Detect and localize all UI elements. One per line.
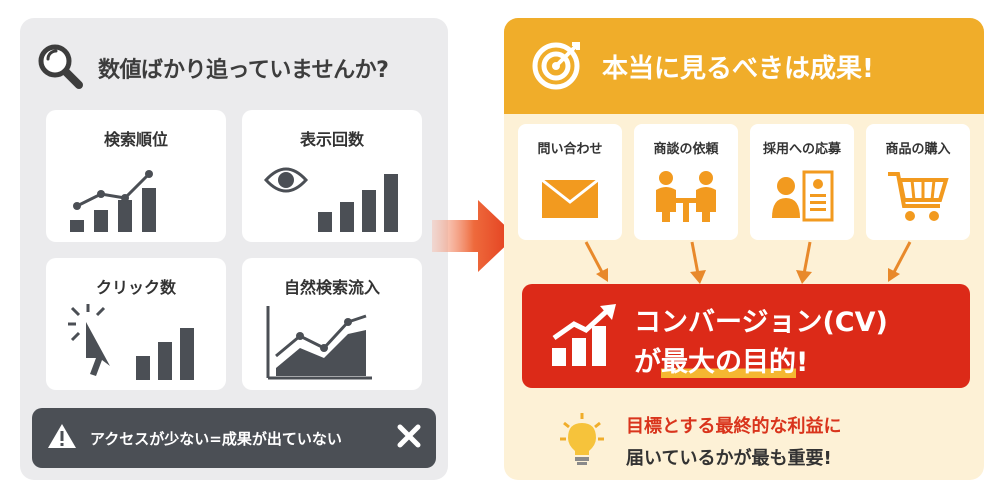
warning-bar: アクセスが少ない=成果が出ていない <box>32 408 436 468</box>
left-title-text: 数値ばかり追っていませんか? <box>98 58 389 83</box>
down-arrow-icon <box>690 241 706 284</box>
goal-label: 商談の依頼 <box>653 142 719 157</box>
goal-card-job-application: 採用への応募 <box>750 124 854 240</box>
down-arrow-icon <box>888 241 912 282</box>
cursor-click-bar-chart-icon <box>68 304 194 380</box>
metric-label: 自然検索流入 <box>283 278 380 297</box>
cv-line-2: が最大の目的! <box>634 340 808 379</box>
eye-bar-chart-icon <box>263 167 398 232</box>
warning-icon <box>46 422 78 454</box>
metric-card-search-rank: 検索順位 <box>46 110 226 242</box>
cv-line-2-highlight: 最大の目的 <box>661 347 796 378</box>
note-line-2: 届いているかが最も重要! <box>626 448 832 469</box>
goal-card-inquiry: 問い合わせ <box>518 124 622 240</box>
cross-icon <box>396 423 422 453</box>
goal-card-meeting: 商談の依頼 <box>634 124 738 240</box>
right-header: 本当に見るべきは成果! <box>504 18 984 114</box>
cv-line-2-suffix: ! <box>796 347 809 378</box>
rising-bar-line-chart-icon <box>70 170 156 232</box>
right-arrow-icon <box>432 200 516 272</box>
growth-chart-icon <box>552 304 616 366</box>
cv-line-1: コンバージョン(CV) <box>634 307 888 338</box>
metric-label: 検索順位 <box>103 130 168 149</box>
metric-card-organic-traffic: 自然検索流入 <box>242 258 422 390</box>
applicant-resume-icon <box>772 170 834 222</box>
conversion-box: コンバージョン(CV) が最大の目的! <box>522 284 970 388</box>
warning-text: アクセスが少ない=成果が出ていない <box>90 429 342 448</box>
goal-label: 商品の購入 <box>885 142 951 157</box>
right-panel: 本当に見るべきは成果! 問い合わせ 商談の依頼 採用への応募 <box>504 18 984 480</box>
shopping-cart-icon <box>888 172 949 221</box>
metric-card-impressions: 表示回数 <box>242 110 422 242</box>
envelope-icon <box>541 178 599 218</box>
metric-card-clicks: クリック数 <box>46 258 226 390</box>
left-panel: 数値ばかり追っていませんか? 検索順位 表示回数 クリック数 <box>20 18 448 480</box>
note-line-1: 目標とする最終的な利益に <box>626 416 842 437</box>
line-area-chart-icon <box>266 306 372 380</box>
metric-label: 表示回数 <box>299 130 364 149</box>
goal-card-purchase: 商品の購入 <box>866 124 970 240</box>
cv-line-2-prefix: が <box>634 347 661 378</box>
lightbulb-icon <box>560 411 604 471</box>
target-icon <box>532 38 584 94</box>
left-title: 数値ばかり追っていませんか? <box>36 38 436 98</box>
down-arrow-icon <box>584 241 608 282</box>
goal-label: 採用への応募 <box>762 142 841 157</box>
goal-label: 問い合わせ <box>537 142 603 157</box>
bottom-note: 目標とする最終的な利益に 届いているかが最も重要! <box>504 402 984 480</box>
search-icon <box>36 42 84 94</box>
meeting-icon <box>656 171 716 222</box>
down-arrow-icon <box>796 241 812 284</box>
metric-label: クリック数 <box>95 278 176 297</box>
right-title-text: 本当に見るべきは成果! <box>602 53 874 84</box>
